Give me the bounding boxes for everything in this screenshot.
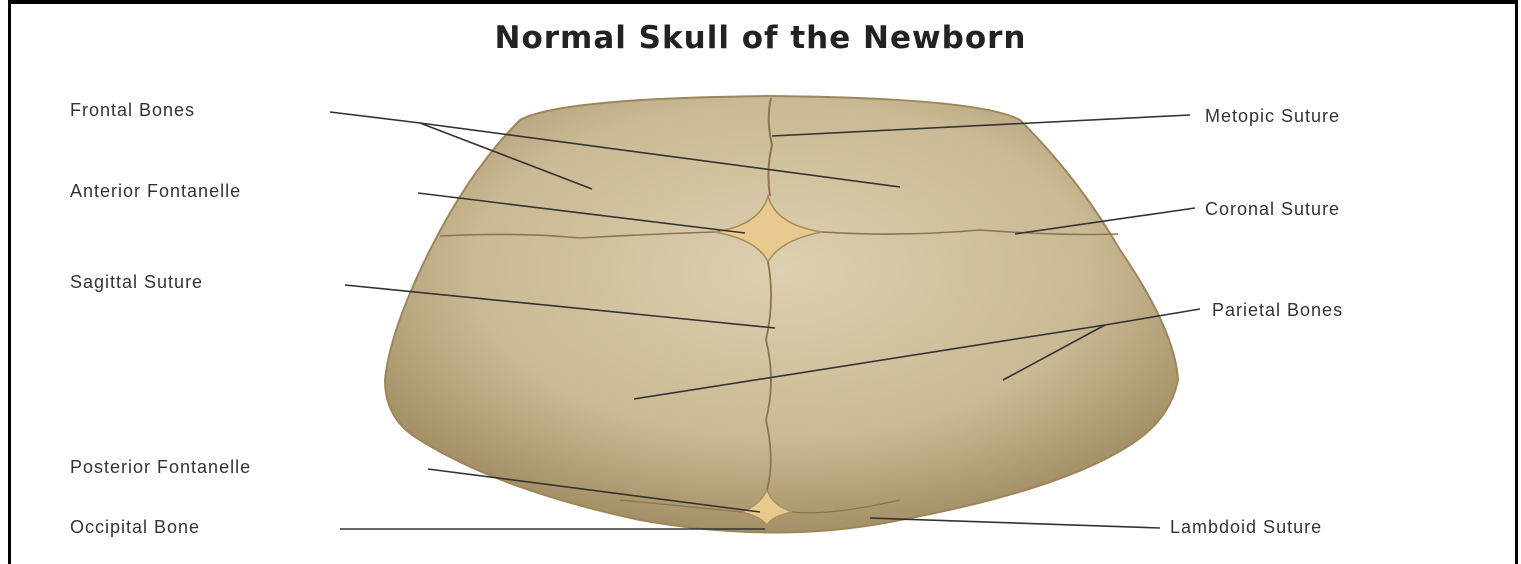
label-parietal-bones: Parietal Bones: [1212, 300, 1343, 321]
label-frontal-bones: Frontal Bones: [70, 100, 195, 121]
label-anterior-fontanelle: Anterior Fontanelle: [70, 181, 241, 202]
label-sagittal-suture: Sagittal Suture: [70, 272, 203, 293]
skull-shape: [385, 96, 1178, 533]
label-lambdoid-suture: Lambdoid Suture: [1170, 517, 1322, 538]
label-posterior-fontanelle: Posterior Fontanelle: [70, 457, 251, 478]
leader-frontal-1: [330, 112, 420, 123]
label-occipital-bone: Occipital Bone: [70, 517, 200, 538]
label-metopic-suture: Metopic Suture: [1205, 106, 1340, 127]
leader-lambdoid: [870, 518, 1160, 528]
label-coronal-suture: Coronal Suture: [1205, 199, 1340, 220]
